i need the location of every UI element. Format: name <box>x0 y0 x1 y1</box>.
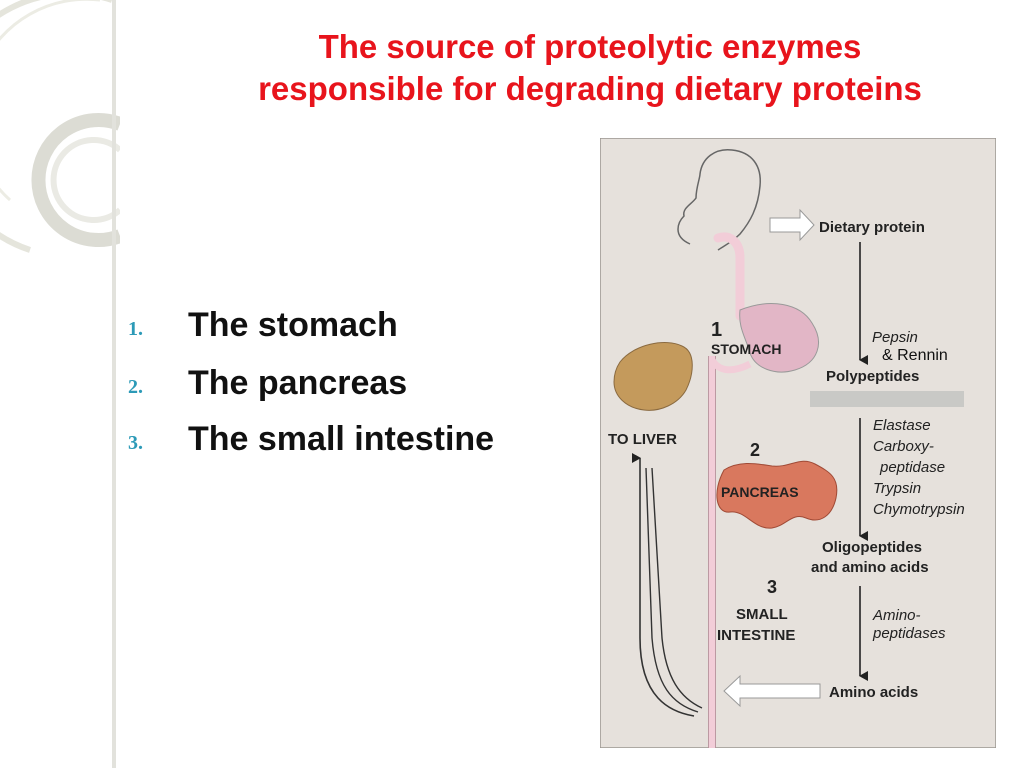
liver-organ <box>613 342 693 411</box>
head-silhouette <box>677 149 761 251</box>
oligopeptides-label: Oligopeptides <box>822 539 922 556</box>
enzyme-elastase: Elastase <box>873 417 931 434</box>
list-item-label: The pancreas <box>188 364 408 402</box>
digestion-diagram: Dietary protein 1 STOMACH Pepsin & Renni… <box>600 138 996 748</box>
list-item-label: The stomach <box>188 306 398 344</box>
title-line-2: responsible for degrading dietary protei… <box>258 70 922 107</box>
decorative-arcs <box>0 0 120 768</box>
slide-title: The source of proteolytic enzymes respon… <box>170 26 1010 110</box>
pancreas-number: 2 <box>750 440 760 460</box>
enzyme-trypsin: Trypsin <box>873 480 921 497</box>
stomach-organ <box>739 303 819 373</box>
pancreas-organ <box>716 460 838 529</box>
entry-arrow <box>769 208 815 242</box>
title-line-1: The source of proteolytic enzymes <box>318 28 862 65</box>
figure-background <box>600 138 996 748</box>
aminopeptidases-label: Amino- <box>872 607 921 624</box>
stomach-number: 1 <box>711 319 722 341</box>
small-label: SMALL <box>736 606 788 623</box>
dietary-protein-label: Dietary protein <box>819 219 925 236</box>
enzyme-peptidase: peptidase <box>879 459 945 476</box>
output-arrow <box>723 674 821 708</box>
pepsin-label: Pepsin <box>872 329 918 346</box>
pancreas-label: PANCREAS <box>721 484 799 500</box>
to-liver-label: TO LIVER <box>608 431 677 448</box>
stomach-label: STOMACH <box>711 341 782 357</box>
list-number: 2. <box>128 376 143 398</box>
rennin-label: & Rennin <box>882 347 948 364</box>
aminopeptidases-label-2: peptidases <box>872 625 946 642</box>
enzyme-chymotrypsin: Chymotrypsin <box>873 501 965 518</box>
intestine-label: INTESTINE <box>717 627 795 644</box>
esophagus <box>713 232 745 321</box>
cover-bar <box>810 391 964 407</box>
enzyme-carboxy: Carboxy- <box>873 438 934 455</box>
absorption-arrow <box>632 453 695 717</box>
small-intestine-number: 3 <box>767 577 777 597</box>
list-number: 3. <box>128 432 143 454</box>
polypeptides-label: Polypeptides <box>826 368 919 385</box>
amino-acids-label: Amino acids <box>829 684 918 701</box>
oligopeptides-label-2: and amino acids <box>811 559 929 576</box>
list-number: 1. <box>128 318 143 340</box>
list-item-label: The small intestine <box>188 420 495 458</box>
